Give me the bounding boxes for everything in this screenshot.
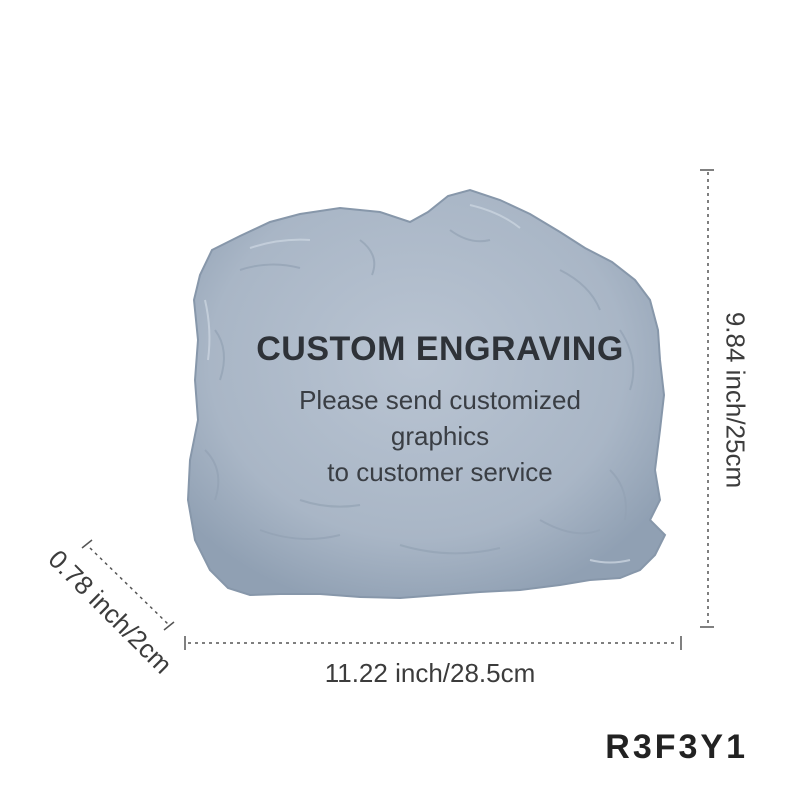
- engraving-line-3: to customer service: [327, 457, 553, 487]
- engraving-line-1: Please send customized: [299, 385, 581, 415]
- sku-code: R3F3Y1: [605, 728, 748, 766]
- height-label: 9.84 inch/25cm: [720, 311, 751, 489]
- stone-texture: [204, 229, 635, 555]
- height-guide: [700, 169, 714, 628]
- stone-highlights: [204, 204, 631, 564]
- width-guide: [184, 636, 682, 650]
- depth-guide: [81, 539, 175, 631]
- engraving-line-2: graphics: [390, 421, 490, 451]
- stone-slab: [186, 188, 667, 600]
- width-label: 11.22 inch/28.5cm: [324, 658, 536, 688]
- engraving-title: CUSTOM ENGRAVING: [256, 330, 624, 368]
